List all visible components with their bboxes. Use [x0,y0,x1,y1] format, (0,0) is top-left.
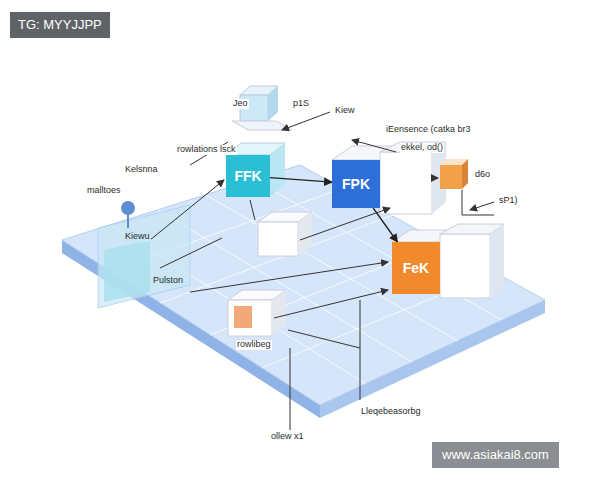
watermark: TG: MYYJJPP [10,12,110,38]
box-label: FFK [234,168,261,184]
note-label: p1S [292,99,310,109]
blue-box: FPK [332,160,380,208]
note-label: Kiew [334,106,356,116]
note-label: Kelsnna [124,165,159,175]
note-label: malltoes [86,186,122,196]
note-label: ekkel, od() [400,143,444,153]
note-label: rowlibeg [236,340,272,350]
note-label: Jeo [232,99,249,109]
note-label: iEensence (catka br3 [385,125,472,135]
note-label: ollew x1 [270,432,305,442]
note-label: Lleqebeasorbg [360,407,422,417]
note-label: Pulston [152,276,184,286]
orange-box: FeK [392,242,440,294]
note-label: sP1) [498,196,519,206]
note-label: d6o [474,170,491,180]
box-label: FPK [342,176,370,192]
connector-arrow [373,208,397,242]
box-label: FeK [403,260,429,276]
note-label: rowlations lsck [176,145,237,155]
connector-arrow [270,178,332,183]
watermark: www.asiakai8.com [432,442,559,468]
note-label: Kiewu [124,232,151,242]
teal-box: FFK [226,155,270,197]
